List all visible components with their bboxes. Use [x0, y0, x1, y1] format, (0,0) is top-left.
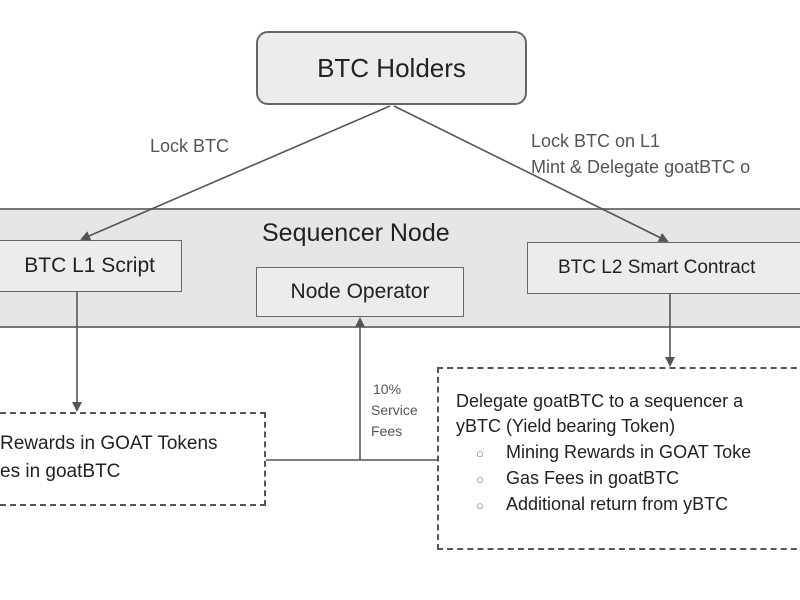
node-operator-node: Node Operator: [256, 267, 464, 317]
right-panel-bullet-1: ○ Mining Rewards in GOAT Toke: [476, 442, 751, 463]
edge-label-service-fee-pct: 10%: [373, 381, 402, 397]
right-panel-line-2: yBTC (Yield bearing Token): [456, 416, 676, 436]
btc-holders-node: BTC Holders: [256, 31, 527, 105]
bullet-circle-icon: ○: [476, 446, 484, 461]
bullet-circle-icon: ○: [476, 472, 484, 487]
arrow-holders-to-l2-contract: [393, 105, 669, 242]
left-panel-line-2: es in goatBTC: [0, 461, 121, 482]
right-panel-bullet-2: ○ Gas Fees in goatBTC: [476, 468, 679, 489]
left-panel-line-1: Rewards in GOAT Tokens: [0, 433, 218, 454]
edge-label-lock-btc: Lock BTC: [150, 136, 230, 156]
edge-label-fees: Fees: [371, 423, 403, 439]
arrow-holders-to-l1-script: [80, 105, 391, 241]
edge-label-service: Service: [371, 402, 418, 418]
right-delegation-panel: [437, 367, 800, 550]
bullet-text: Additional return from yBTC: [506, 494, 729, 514]
right-panel-bullet-3: ○ Additional return from yBTC: [476, 494, 728, 515]
sequencer-node-title: Sequencer Node: [262, 219, 450, 247]
btc-l2-smart-contract-label: BTC L2 Smart Contract: [558, 257, 756, 278]
btc-l2-smart-contract-node: BTC L2 Smart Contract: [527, 242, 800, 294]
edge-label-mint-delegate: Mint & Delegate goatBTC o: [531, 157, 751, 177]
node-operator-label: Node Operator: [290, 280, 430, 303]
right-panel-line-1: Delegate goatBTC to a sequencer a: [456, 391, 744, 411]
btc-l1-script-node: BTC L1 Script: [0, 240, 182, 292]
bullet-text: Gas Fees in goatBTC: [506, 468, 680, 488]
edge-label-lock-btc-on-l1: Lock BTC on L1: [531, 131, 661, 151]
btc-holders-label: BTC Holders: [317, 52, 466, 83]
btc-l1-script-label: BTC L1 Script: [24, 254, 155, 277]
left-rewards-panel: [0, 412, 266, 506]
bullet-text: Mining Rewards in GOAT Toke: [506, 442, 752, 462]
bullet-circle-icon: ○: [476, 498, 484, 513]
